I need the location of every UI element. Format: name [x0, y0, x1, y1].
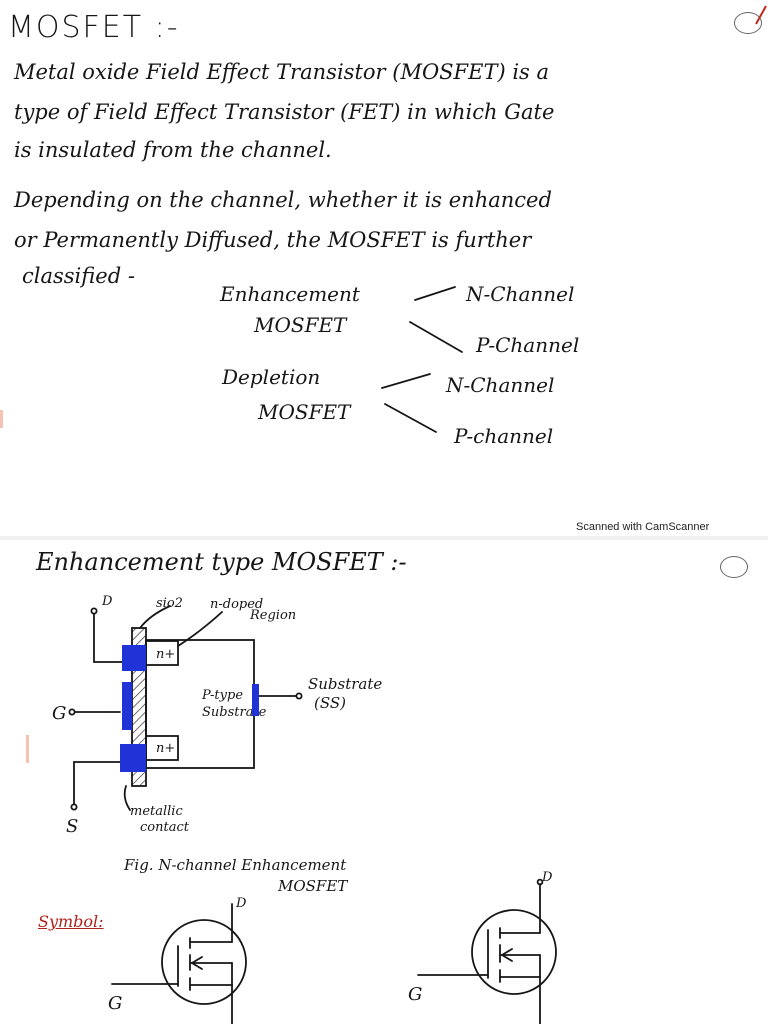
edge-mark-top	[0, 410, 3, 428]
symbol2-gate-label: G	[408, 984, 423, 1005]
symbol1-drain-label: D	[236, 896, 247, 911]
dep-n-channel: N-Channel	[446, 373, 555, 397]
nplus-region-top	[145, 640, 179, 666]
branch-enh-p	[409, 321, 463, 353]
scanner-watermark: Scanned with CamScanner	[576, 521, 710, 533]
depending-line-3: classified -	[22, 264, 135, 288]
branch-dep-p	[384, 403, 437, 433]
dep-p-channel: P-channel	[454, 424, 554, 448]
gate-label: G	[52, 703, 67, 724]
ptype-label-2: Substrate	[202, 705, 267, 720]
corner-mark-top	[734, 12, 762, 34]
depending-line-2: or Permanently Diffused, the MOSFET is f…	[14, 228, 532, 252]
mosfet-cross-section	[68, 605, 303, 811]
drain-contact	[122, 645, 146, 671]
figure-caption-1: Fig. N-channel Enhancement	[124, 856, 347, 874]
symbol-label: Symbol:	[38, 912, 104, 931]
depending-line-1: Depending on the channel, whether it is …	[14, 188, 552, 212]
section-title: Enhancement type MOSFET :-	[36, 548, 407, 576]
definition-line-1: Metal oxide Field Effect Transistor (MOS…	[14, 60, 550, 84]
metallic-label-1: metallic	[130, 804, 183, 819]
branch-dep-n	[381, 373, 431, 389]
substrate-body	[145, 639, 255, 769]
edge-mark-bottom	[26, 735, 29, 763]
page-separator	[0, 536, 768, 540]
enh-n-channel: N-Channel	[466, 282, 575, 306]
substrate-contact	[252, 684, 259, 716]
source-label: S	[66, 816, 79, 837]
corner-tick-red	[755, 5, 767, 25]
enh-p-channel: P-Channel	[476, 333, 580, 357]
nplus-bottom-label: n+	[156, 741, 176, 756]
mosfet-symbol-2	[417, 878, 557, 1024]
gate-terminal	[68, 708, 76, 716]
sio2-label: sio2	[156, 596, 183, 611]
nplus-region-bottom	[145, 735, 179, 761]
source-contact	[120, 744, 146, 772]
source-terminal	[70, 803, 78, 811]
substrate-label-2: (SS)	[314, 694, 346, 712]
enhancement-mosfet-label: MOSFET	[254, 313, 347, 337]
depletion-mosfet-label: MOSFET	[258, 400, 351, 424]
corner-mark-mid	[720, 556, 748, 578]
ndoped-label-1: n-doped	[210, 597, 264, 612]
figure-caption-2: MOSFET	[278, 877, 348, 895]
enhancement-label: Enhancement	[220, 282, 360, 306]
metallic-label-2: contact	[140, 820, 189, 835]
definition-line-2: type of Field Effect Transistor (FET) in…	[14, 100, 555, 124]
definition-line-3: is insulated from the channel.	[14, 138, 332, 162]
depletion-label: Depletion	[222, 365, 321, 389]
ndoped-label-2: Region	[250, 608, 297, 623]
symbol2-drain-label: D	[542, 870, 553, 885]
mosfet-symbol-1	[111, 903, 247, 1024]
nplus-top-label: n+	[156, 647, 176, 662]
classification-tree	[381, 286, 463, 433]
branch-enh-n	[414, 286, 456, 301]
ptype-label-1: P-type	[202, 688, 244, 703]
metallic-contacts	[120, 645, 259, 772]
gate-contact	[122, 682, 132, 730]
substrate-terminal	[295, 692, 303, 700]
substrate-label-1: Substrate	[308, 675, 383, 693]
drain-terminal	[90, 607, 98, 615]
symbol1-gate-label: G	[108, 993, 123, 1014]
drain-label: D	[102, 594, 113, 609]
page-title: MOSFET :-	[8, 10, 180, 45]
